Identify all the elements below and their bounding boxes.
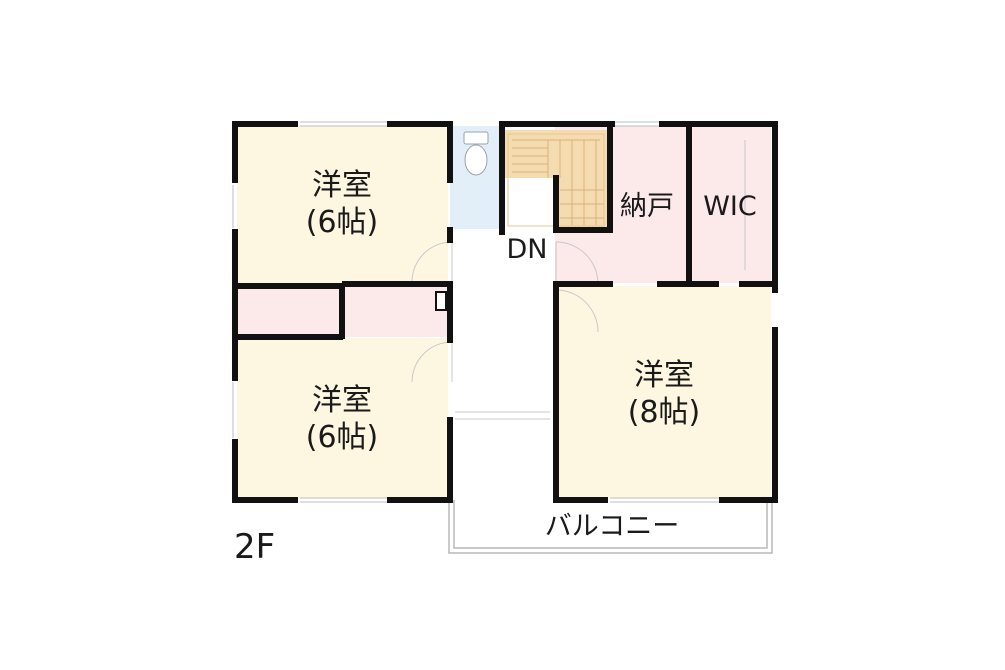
stairs-dn-label: DN (507, 234, 548, 265)
closet-shelf-icon (435, 291, 447, 311)
room-bottom-left-size: (6帖) (306, 420, 379, 455)
closet-center-fill (344, 287, 448, 337)
walls (232, 121, 778, 503)
room-top-left-size: (6帖) (306, 205, 379, 240)
wic-label: WIC (703, 191, 757, 222)
room-right-fill (558, 286, 771, 498)
closet-left-fill (237, 287, 341, 338)
room-bottom-left-name: 洋室 (312, 383, 372, 418)
floor-label: 2F (234, 527, 275, 567)
room-bottom-left-fill (237, 338, 448, 498)
room-right-name: 洋室 (634, 358, 694, 393)
wic-fill (690, 126, 771, 283)
toilet-icon (463, 131, 489, 176)
room-right-size: (8帖) (628, 395, 701, 430)
storage-label: 納戸 (620, 191, 674, 222)
balcony-outline (448, 500, 773, 554)
room-top-left-name: 洋室 (312, 168, 372, 203)
balcony-label: バルコニー (545, 511, 679, 542)
room-top-left-fill (237, 126, 448, 287)
